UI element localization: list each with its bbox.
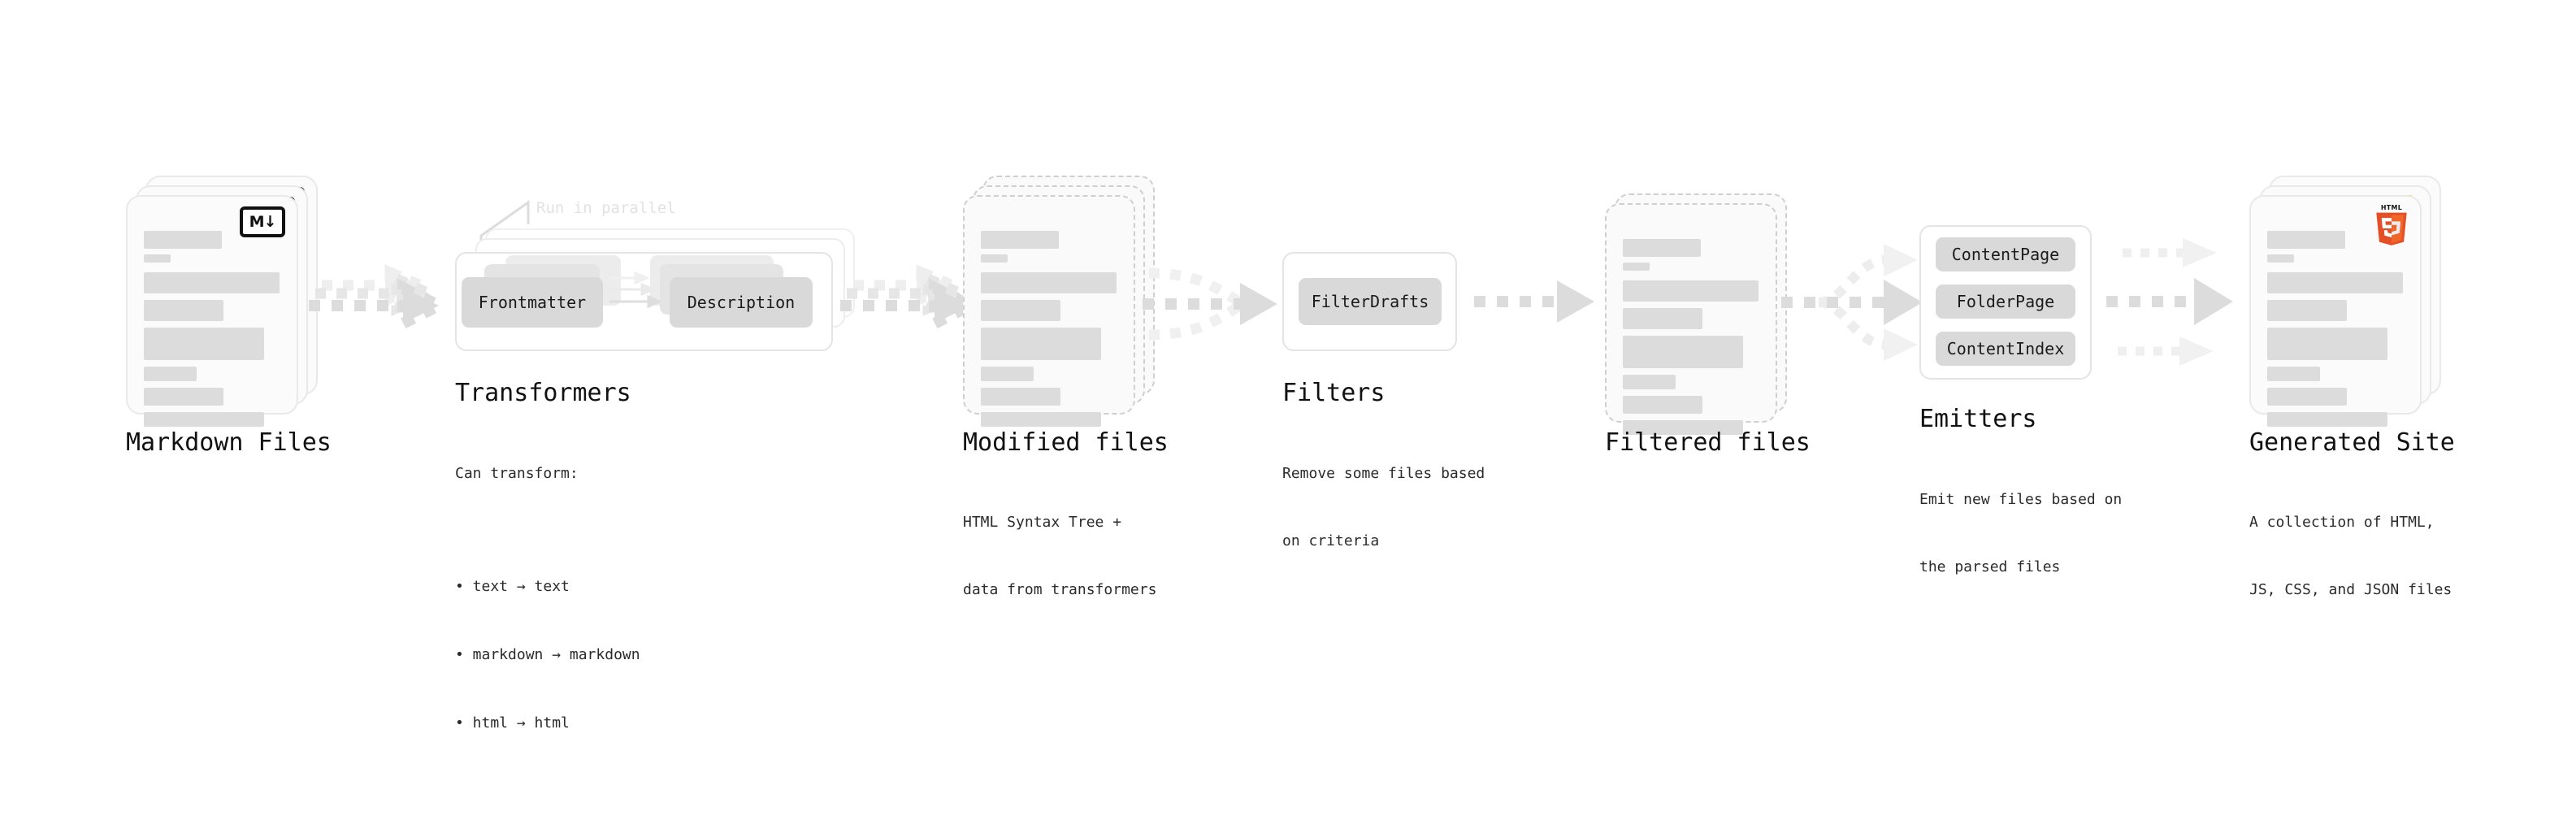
arrow-modified-files-to-filters <box>1143 267 1277 341</box>
file-content-bar <box>1623 396 1702 414</box>
arrow-filtered-files-to-emitters <box>1781 244 1923 361</box>
emitter-chip-folderpage[interactable]: FolderPage <box>1936 284 2075 319</box>
file-content-bar <box>1623 263 1650 271</box>
svg-text:HTML: HTML <box>2381 204 2402 211</box>
stage-subtitle-generated-site: A collection of HTML, JS, CSS, and JSON … <box>2249 466 2452 647</box>
file-content-placeholder-bars <box>1623 239 1763 435</box>
file-content-bar <box>1623 336 1743 368</box>
file-content-bar <box>981 328 1101 360</box>
file-content-bar <box>2267 412 2387 427</box>
file-content-bar <box>981 300 1060 321</box>
file-content-bar <box>981 231 1059 249</box>
transformers-bullet-2: • html → html <box>455 714 570 732</box>
stage-title-filters: Filters <box>1282 379 1386 407</box>
stage-subtitle-filters: Remove some files based on criteria <box>1282 417 1485 598</box>
file-content-bar <box>981 367 1034 381</box>
generated-site-subtitle-line-1: JS, CSS, and JSON files <box>2249 581 2452 599</box>
file-content-bar <box>2267 254 2294 263</box>
run-in-parallel-note: Run in parallel <box>536 199 676 217</box>
emitters-subtitle-line-0: Emit new files based on <box>1919 490 2123 508</box>
filters-subtitle-line-0: Remove some files based <box>1282 464 1485 482</box>
emitters-subtitle-line-1: the parsed files <box>1919 558 2061 576</box>
transformers-bullet-1: • markdown → markdown <box>455 645 640 663</box>
file-content-bar <box>144 367 197 381</box>
stage-title-markdown-files: Markdown Files <box>126 428 332 457</box>
file-content-bar <box>2267 367 2320 381</box>
stage-title-modified-files: Modified files <box>963 428 1169 457</box>
emitter-chip-contentpage[interactable]: ContentPage <box>1936 237 2075 271</box>
filtered-file-card-front <box>1605 203 1777 435</box>
file-content-bar <box>144 412 264 427</box>
stage-title-filtered-files: Filtered files <box>1605 428 1811 457</box>
file-content-bar <box>2267 300 2347 321</box>
arrow-emitters-to-generated-site <box>2106 238 2233 366</box>
file-content-bar <box>2267 328 2387 360</box>
transformers-subtitle-head: Can transform: <box>455 464 579 482</box>
generated-site-subtitle-line-0: A collection of HTML, <box>2249 513 2435 531</box>
stage-subtitle-modified-files: HTML Syntax Tree + data from transformer… <box>963 466 1156 647</box>
transformers-bullet-list: • text → text • markdown → markdown • ht… <box>455 530 640 779</box>
stage-title-transformers: Transformers <box>455 379 631 407</box>
arrow-transformers-to-modified-files <box>840 264 983 333</box>
emitter-chip-contentindex[interactable]: ContentIndex <box>1936 332 2075 366</box>
modified-files-subtitle-line-0: HTML Syntax Tree + <box>963 513 1122 531</box>
pipeline-diagram: M↓ M↓ M↓ Markdown Files Run in parallel <box>126 176 2455 732</box>
file-content-bar <box>144 254 171 263</box>
file-content-placeholder-bars <box>2267 231 2407 427</box>
file-content-bar <box>1623 308 1702 329</box>
file-content-bar <box>981 254 1008 263</box>
filter-chip-filterdrafts[interactable]: FilterDrafts <box>1299 278 1442 325</box>
stage-subtitle-transformers: Can transform: • text → text • markdown … <box>455 417 640 825</box>
file-content-bar <box>144 388 223 406</box>
file-content-bar <box>144 231 222 249</box>
stage-title-generated-site: Generated Site <box>2249 428 2455 457</box>
file-content-bar <box>144 300 223 321</box>
generated-site-card-front: HTML <box>2249 195 2422 427</box>
file-content-placeholder-bars <box>144 231 284 427</box>
file-content-bar <box>2267 272 2403 293</box>
file-content-bar <box>1623 420 1743 435</box>
file-content-bar <box>2267 388 2347 406</box>
arrow-filters-to-filtered-files <box>1474 280 1594 323</box>
markdown-icon: M↓ <box>240 206 285 237</box>
transformers-bullet-0: • text → text <box>455 578 570 596</box>
transformer-chip-frontmatter[interactable]: Frontmatter <box>462 277 603 328</box>
file-content-bar <box>2267 231 2345 249</box>
file-content-bar <box>1623 239 1701 257</box>
file-content-bar <box>981 412 1101 427</box>
modified-files-subtitle-line-1: data from transformers <box>963 581 1157 599</box>
html5-icon: HTML <box>2376 204 2407 245</box>
transformer-chip-description[interactable]: Description <box>670 277 813 328</box>
file-content-bar <box>144 328 264 360</box>
file-content-bar <box>1623 280 1759 302</box>
transformer-inner-arrows <box>609 271 663 309</box>
filters-subtitle-line-1: on criteria <box>1282 532 1380 550</box>
modified-file-card-front <box>963 195 1135 427</box>
file-content-bar <box>1623 375 1676 389</box>
stage-title-emitters: Emitters <box>1919 405 2037 433</box>
markdown-file-card-front: M↓ <box>126 195 298 427</box>
file-content-placeholder-bars <box>981 231 1121 427</box>
file-content-bar <box>981 388 1060 406</box>
arrow-markdown-to-transformers <box>309 264 452 333</box>
stage-subtitle-emitters: Emit new files based on the parsed files <box>1919 443 2122 624</box>
file-content-bar <box>981 272 1117 293</box>
file-content-bar <box>144 272 280 293</box>
